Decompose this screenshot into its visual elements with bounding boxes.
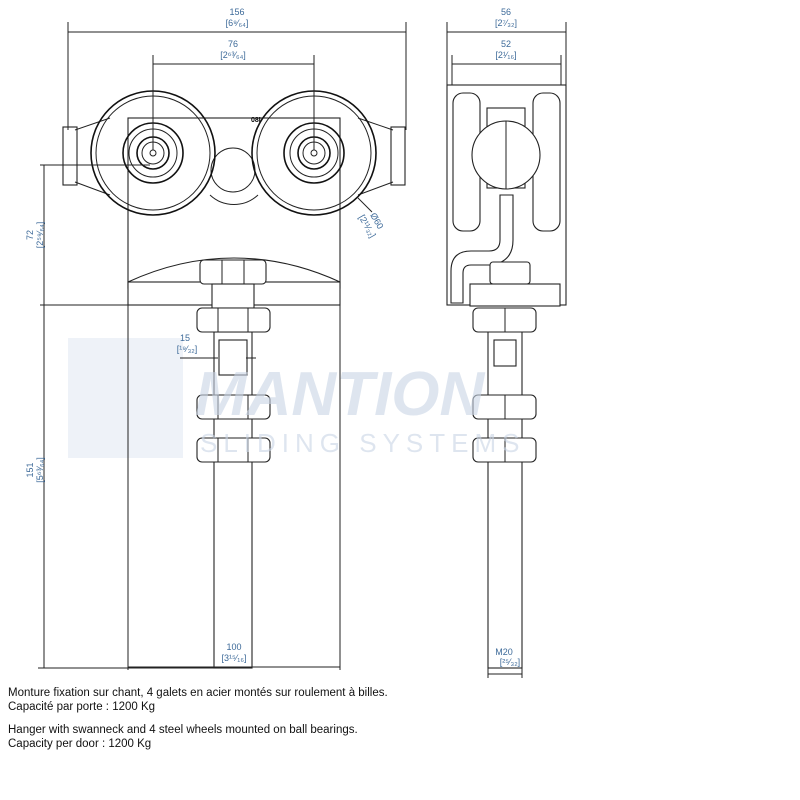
description-en-capacity: Capacity per door : 1200 Kg [8,738,152,750]
watermark-logo-block [68,338,183,458]
side-view [446,84,567,669]
dim-height: 72 [25,230,35,240]
dim-plate-width-inch: [3¹⁵⁄₁₆] [222,653,247,663]
dim-side-width-inch: [2⁷⁄₃₂] [495,18,517,28]
dimension-lines [38,22,567,678]
dim-stem-length-inch: [5⁶³⁄₆₄] [35,457,45,483]
dim-side-inner: 52 [501,39,511,49]
front-view: 08I [62,90,406,669]
dim-side-inner-inch: [2¹⁄₁₆] [495,50,516,60]
watermark-tagline: SLIDING SYSTEMS [200,428,526,458]
watermark: MANTION SLIDING SYSTEMS [195,360,526,458]
dim-wheel-spacing: 76 [228,39,238,49]
dim-stem-length: 151 [25,462,35,477]
description-fr-capacity: Capacité par porte : 1200 Kg [8,701,156,713]
description-fr: Monture fixation sur chant, 4 galets en … [8,686,388,714]
dim-side-width: 56 [501,7,511,17]
dim-wheel-spacing-inch: [2⁶³⁄₆₄] [220,50,246,60]
description-fr-line1: Monture fixation sur chant, 4 galets en … [8,687,388,699]
dim-height-inch: [2⁵⁹⁄₆₄] [35,222,45,248]
nuts [196,307,271,463]
dim-overall-width-inch: [6⁹⁄₆₄] [226,18,249,28]
dim-flat: 15 [180,333,190,343]
watermark-brand: MANTION [195,360,486,429]
dim-thread-inch: [²⁵⁄₃₂] [500,657,520,667]
part-marking: 08I [251,117,261,124]
dim-thread: M20 [495,647,513,657]
dim-overall-width: 156 [229,7,244,17]
description-en: Hanger with swanneck and 4 steel wheels … [8,723,358,751]
dim-flat-inch: [¹⁹⁄₃₂] [177,344,198,354]
description-en-line1: Hanger with swanneck and 4 steel wheels … [8,724,358,736]
dim-plate-width: 100 [226,642,241,652]
